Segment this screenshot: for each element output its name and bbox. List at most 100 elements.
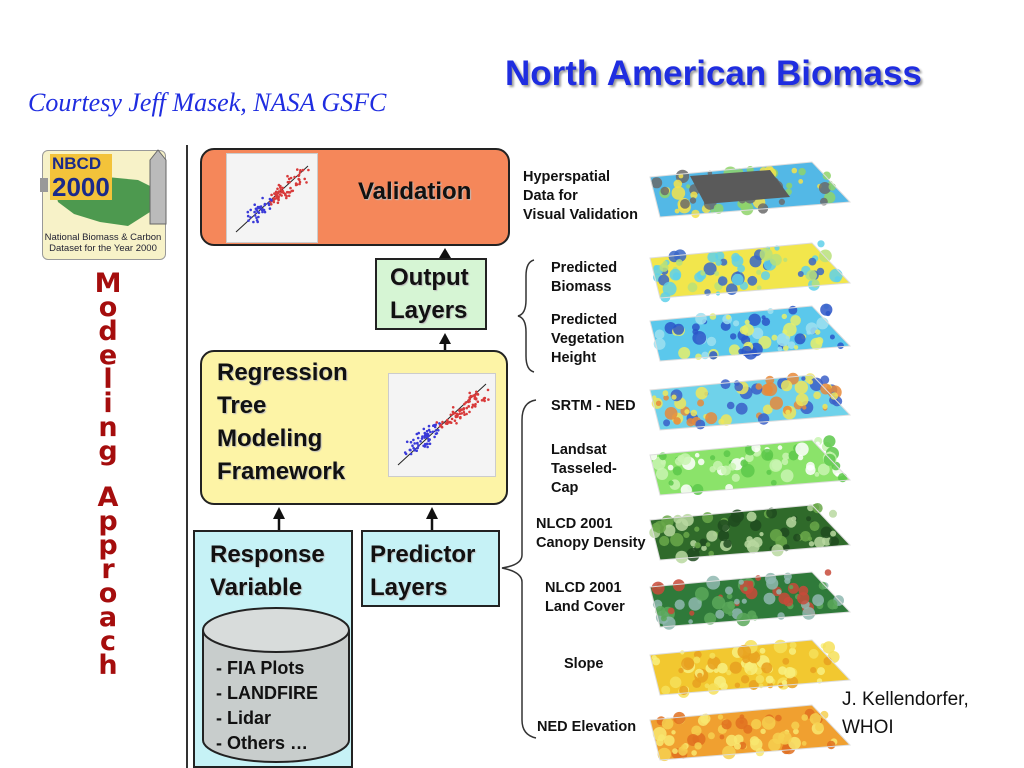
- tile-speck: [689, 610, 695, 616]
- tile-speck: [767, 308, 774, 315]
- tile-speck: [739, 325, 749, 335]
- tile-speck: [789, 585, 794, 590]
- tile-speck: [730, 333, 737, 340]
- tile-speck: [802, 607, 816, 620]
- tile-speck: [669, 268, 682, 281]
- scatter-dot: [286, 174, 289, 178]
- scatter-dot: [423, 431, 427, 435]
- tile-speck: [717, 662, 728, 674]
- scatter-dot: [473, 395, 477, 399]
- tile-speck: [820, 526, 833, 539]
- predictor-layers-label: Predictor Layers: [370, 541, 476, 601]
- tile-speck: [740, 202, 754, 216]
- scatter-dot: [433, 435, 436, 439]
- tile-speck: [766, 577, 779, 590]
- tile-speck: [737, 264, 745, 273]
- tile-speck: [721, 719, 732, 730]
- tile-speck: [656, 738, 664, 747]
- scatter-dot: [296, 168, 299, 171]
- tile-speck: [706, 336, 717, 347]
- scatter-dot: [307, 168, 310, 172]
- tile-speck: [661, 717, 674, 730]
- tile-speck: [800, 531, 811, 542]
- scatter-dot: [463, 413, 466, 417]
- tile-speck: [787, 341, 796, 350]
- tile-speck: [662, 260, 668, 266]
- tile-speck: [809, 377, 824, 391]
- side-letter: r: [101, 554, 115, 585]
- scatter-dot: [461, 408, 464, 411]
- scatter-dot: [289, 176, 293, 180]
- layer-label-land-cover: NLCD 2001 Land Cover: [545, 580, 625, 615]
- scatter-dot: [297, 173, 301, 177]
- scatter-dot: [409, 440, 413, 444]
- tile-speck: [788, 647, 797, 655]
- tile-speck: [671, 394, 677, 400]
- tile-speck: [808, 257, 817, 266]
- tile-speck: [777, 445, 783, 450]
- scatter-dot: [268, 207, 272, 210]
- tile-speck: [728, 462, 737, 471]
- scatter-dot: [284, 193, 287, 197]
- tile-speck: [789, 641, 797, 649]
- scatter-dot: [456, 415, 459, 418]
- tile-speck: [827, 599, 838, 610]
- tile-speck: [705, 412, 718, 425]
- tile-speck: [733, 320, 740, 327]
- tile-speck: [720, 465, 731, 476]
- tile-speck: [814, 536, 826, 548]
- tile-speck: [723, 450, 731, 458]
- tile-speck: [761, 448, 774, 461]
- tile-speck: [798, 168, 806, 176]
- predictor-layers-box: [361, 530, 500, 607]
- layer-label-srtm-ned: SRTM - NED: [551, 398, 636, 414]
- tile-speck: [776, 333, 790, 347]
- tile-speck: [672, 579, 685, 592]
- side-letter: M: [94, 268, 122, 299]
- layer-tile: [649, 704, 852, 762]
- tile-speck: [703, 714, 709, 720]
- tile-speck: [810, 667, 817, 674]
- layer-label-canopy-density: NLCD 2001 Canopy Density: [536, 516, 646, 551]
- layer-label-predicted-biomass: Predicted Biomass: [551, 260, 618, 295]
- tile-speck: [729, 661, 742, 674]
- tile-speck: [728, 514, 741, 527]
- tile-speck: [680, 484, 692, 496]
- scatter-dot: [253, 214, 257, 217]
- tile-speck: [692, 678, 702, 688]
- scatter-dot: [261, 208, 265, 211]
- tile-speck: [707, 656, 721, 670]
- scatter-dot: [427, 439, 430, 443]
- tile-speck: [801, 376, 806, 381]
- tile-speck: [673, 323, 685, 335]
- side-letter: p: [98, 530, 118, 561]
- scatter-dot: [449, 421, 453, 425]
- scatter-dot: [427, 434, 430, 438]
- tile-speck: [686, 418, 695, 427]
- tile-speck: [683, 531, 690, 539]
- tile-speck: [657, 747, 671, 762]
- tile-speck: [673, 417, 681, 425]
- tile-speck: [662, 390, 669, 397]
- tile-speck: [837, 342, 844, 350]
- tile-speck: [694, 452, 700, 458]
- tile-speck: [793, 533, 801, 542]
- layer-tile: [649, 372, 852, 431]
- tile-speck: [670, 533, 684, 547]
- validation-scatter-plot: [226, 153, 318, 243]
- tile-speck: [706, 530, 718, 542]
- scatter-dot: [455, 422, 458, 425]
- side-letter: o: [98, 578, 118, 609]
- layer-tile: [649, 303, 852, 362]
- scatter-dot: [405, 440, 409, 444]
- tile-speck: [806, 461, 815, 471]
- scatter-dot: [280, 194, 283, 197]
- tile-speck: [707, 251, 719, 263]
- scatter-dot: [423, 436, 427, 439]
- side-letter: d: [98, 316, 118, 347]
- tile-speck: [835, 472, 840, 477]
- scatter-dot: [301, 168, 305, 172]
- tile-speck: [817, 463, 830, 476]
- tile-speck: [797, 592, 810, 605]
